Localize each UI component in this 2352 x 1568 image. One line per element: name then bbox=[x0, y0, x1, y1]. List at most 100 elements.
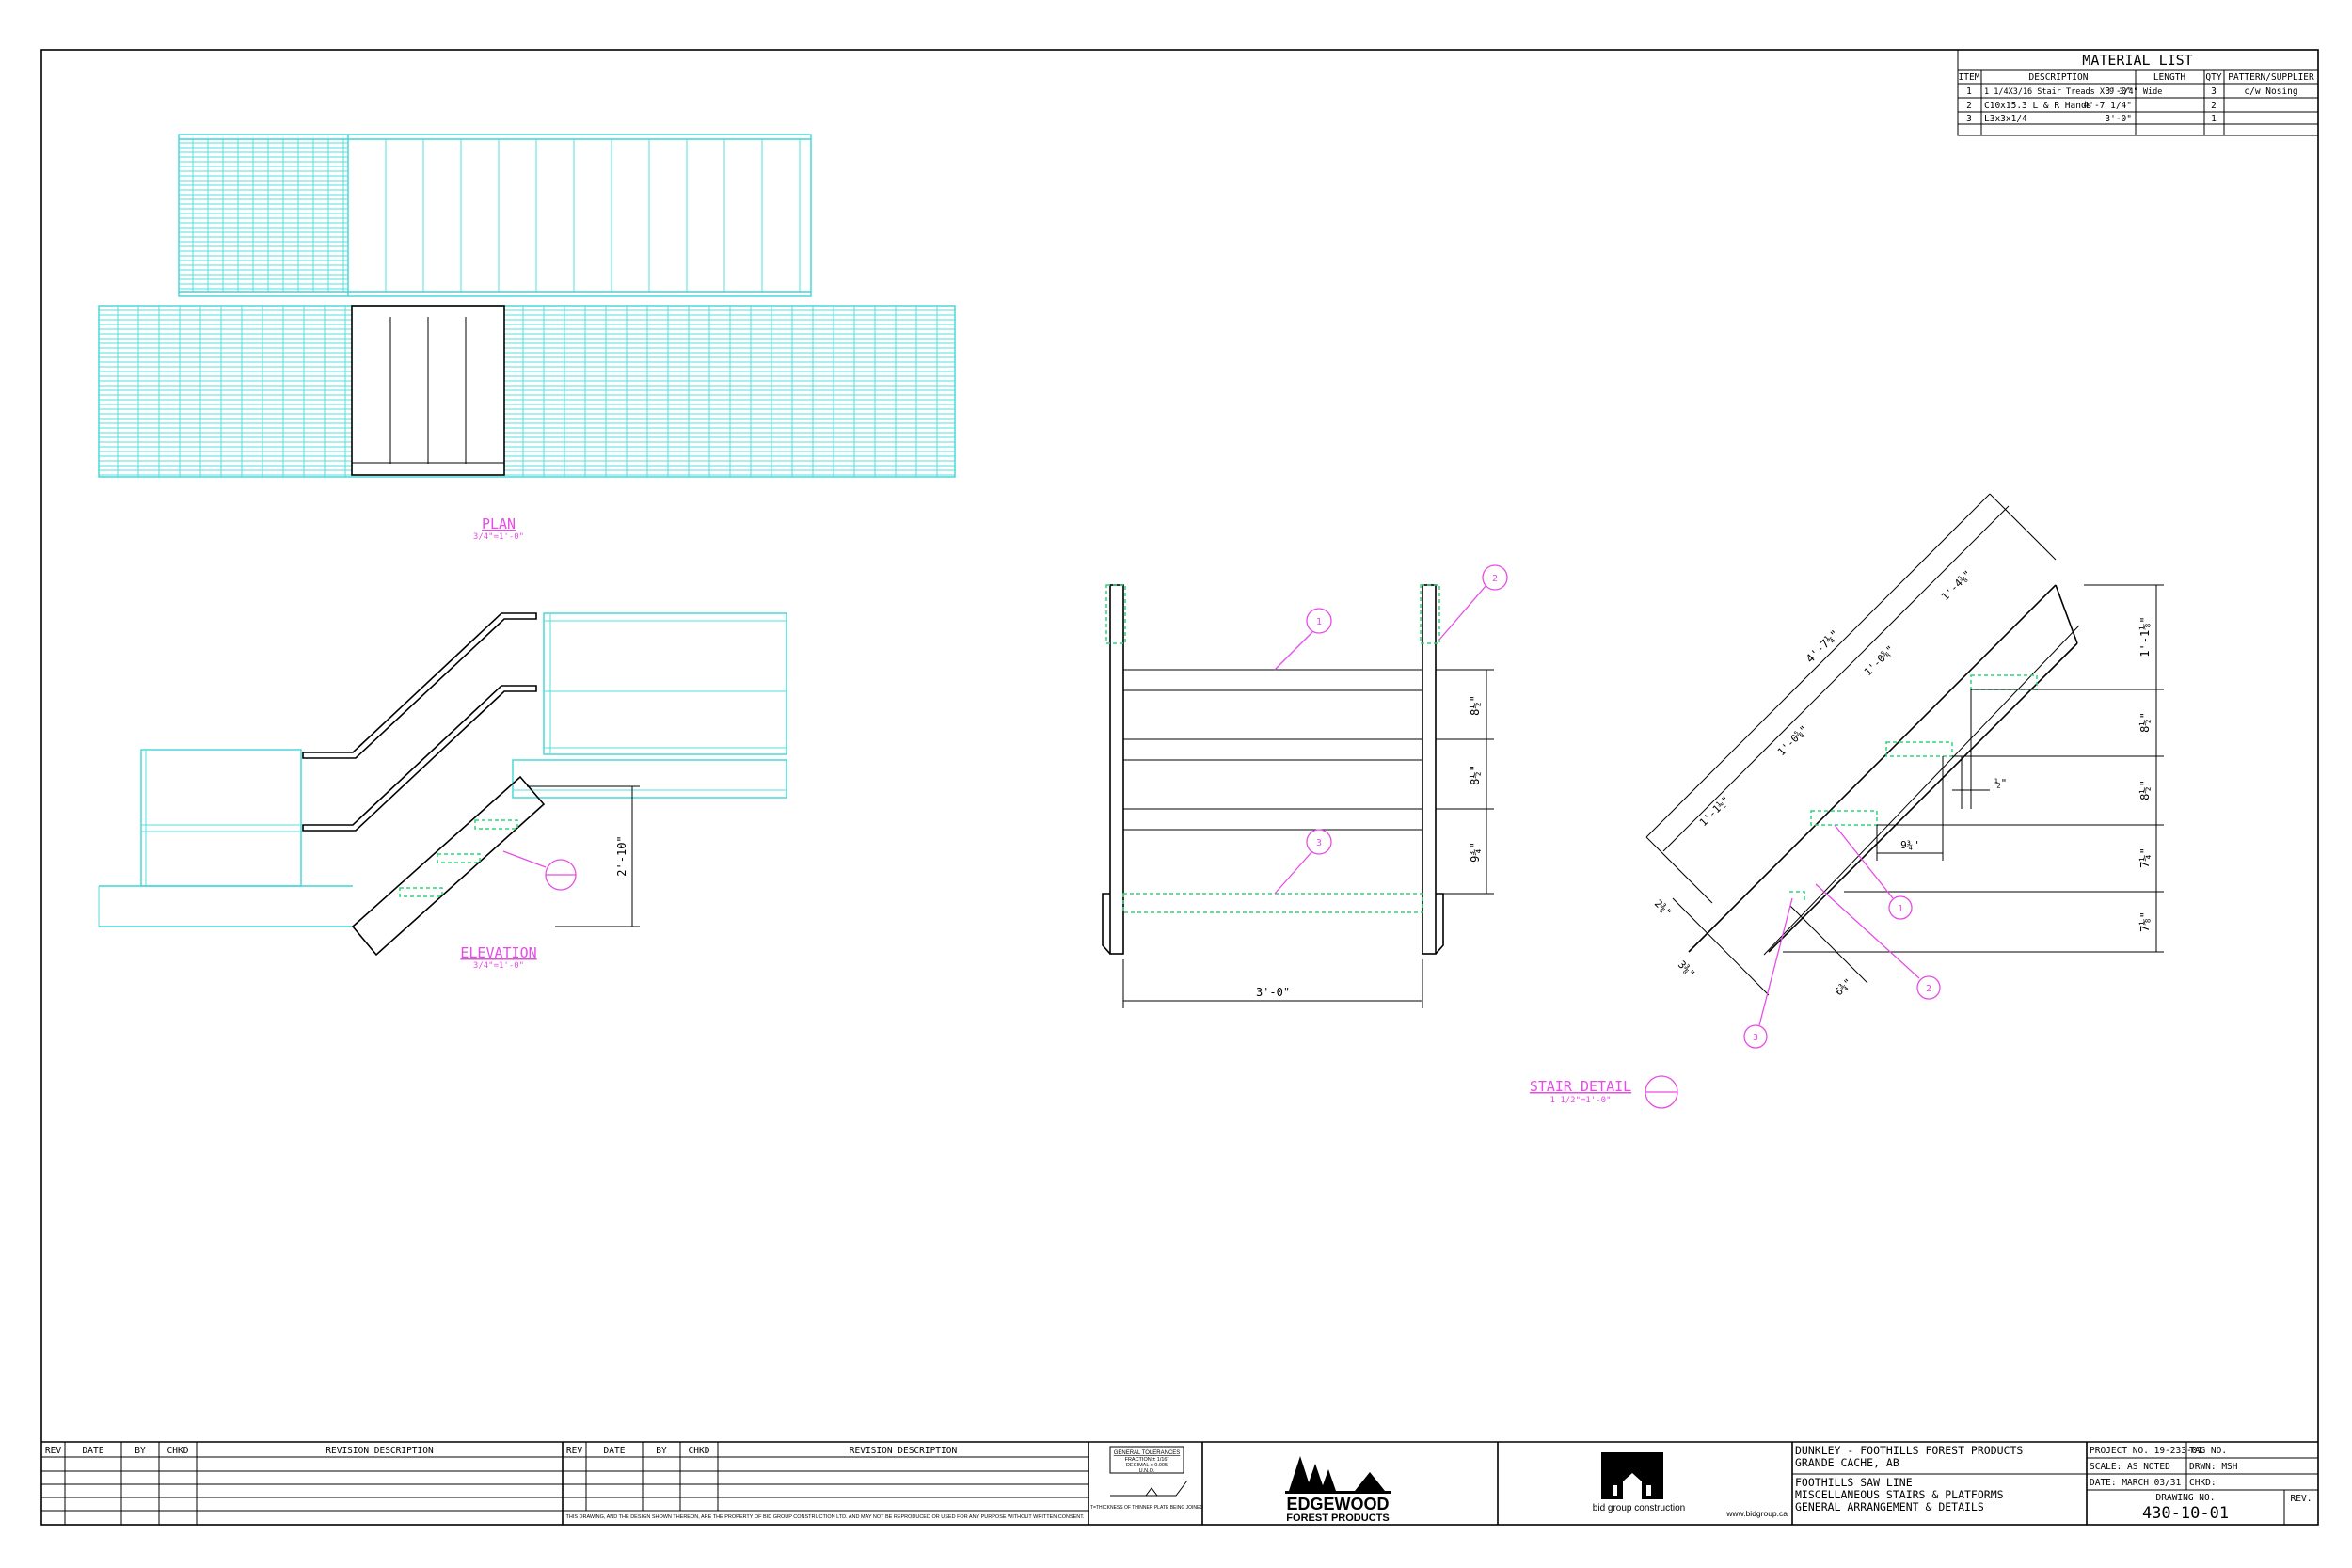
side-rise-4: 7¼" bbox=[2138, 847, 2152, 868]
revision-header-by: BY bbox=[656, 1446, 667, 1456]
stair-detail-title: STAIR DETAIL bbox=[1530, 1078, 1631, 1095]
contractor-website: www.bidgroup.ca bbox=[1725, 1509, 1788, 1518]
revision-header-description: REVISION DESCRIPTION bbox=[850, 1446, 958, 1456]
side-balloon-1 bbox=[1888, 895, 1913, 920]
revision-header-description: REVISION DESCRIPTION bbox=[326, 1446, 434, 1456]
material-row-3-qty: 1 bbox=[2211, 114, 2217, 124]
side-overall-dimension: 4'-7¼" bbox=[1804, 627, 1842, 666]
front-spacing-1: 8½" bbox=[1469, 695, 1482, 716]
elevation-rise-dimension: 2'-10" bbox=[615, 835, 628, 876]
front-width-dimension: 3'-0" bbox=[1256, 986, 1290, 999]
tolerances-line-2: DECIMAL ± 0.005 bbox=[1126, 1463, 1168, 1468]
plan-view: PLAN 3/4"=1'-0" bbox=[98, 134, 956, 542]
revision-header-by: BY bbox=[135, 1446, 146, 1456]
front-balloon-3 bbox=[1306, 829, 1332, 855]
tag-number: TAG NO. bbox=[2189, 1446, 2227, 1456]
revision-header-date: DATE bbox=[83, 1446, 104, 1456]
side-rise-5: 7⅛" bbox=[2138, 911, 2152, 932]
plan-scale: 3/4"=1'-0" bbox=[473, 532, 524, 542]
drawing-number: 430-10-01 bbox=[2142, 1504, 2229, 1523]
drawing-number-label: DRAWING NO. bbox=[2156, 1493, 2216, 1503]
material-row-1-description: 1 1/4X3/16 Stair Treads X 9 3/4" Wide bbox=[1984, 87, 2162, 97]
side-balloon-3-label: 3 bbox=[1753, 1033, 1758, 1043]
revision-header-chkd: CHKD bbox=[689, 1446, 710, 1456]
side-bottom-dimension-3: 3⅜" bbox=[1676, 958, 1697, 980]
side-segment-4: 1'-1½" bbox=[1697, 794, 1732, 829]
material-row-1-length: 3'-0" bbox=[2105, 87, 2132, 97]
weld-symbol-icon bbox=[1110, 1480, 1188, 1497]
material-row-2-length: 4'-7 1/4" bbox=[2084, 101, 2132, 111]
side-bottom-dimension-2: 2⅜" bbox=[1652, 897, 1674, 919]
bid-group-logo: bid group construction www.bidgroup.ca bbox=[1593, 1452, 1788, 1518]
material-row-1-qty: 3 bbox=[2211, 87, 2217, 97]
stair-side-detail: 1'-1⅛" 8½" 8½" 7¼" 7⅛" 4'-7¼" 1'-4⅝" 1'-… bbox=[1530, 493, 2164, 1109]
side-rise-2: 8½" bbox=[2138, 712, 2152, 733]
side-rise-3: 8½" bbox=[2138, 780, 2152, 800]
front-balloon-1 bbox=[1306, 608, 1332, 634]
tolerances-note: T=THICKNESS OF THINNER PLATE BEING JOINE… bbox=[1090, 1505, 1203, 1511]
client-line-2: GRANDE CACHE, AB bbox=[1795, 1456, 1899, 1469]
side-nosing-dimension: ½" bbox=[1994, 777, 2007, 789]
material-list-header-description: DESCRIPTION bbox=[2029, 72, 2089, 83]
side-rise-1: 1'-1⅛" bbox=[2138, 616, 2152, 657]
drawing-scale: SCALE: AS NOTED bbox=[2090, 1462, 2170, 1472]
revision-header-date: DATE bbox=[604, 1446, 626, 1456]
side-segment-1: 1'-4⅝" bbox=[1939, 568, 1974, 603]
material-list-table: MATERIAL LIST ITEM DESCRIPTION LENGTH QT… bbox=[1957, 49, 2319, 136]
front-balloon-3-label: 3 bbox=[1316, 838, 1322, 848]
checked-by: CHKD: bbox=[2189, 1478, 2217, 1488]
title-line-1: FOOTHILLS SAW LINE bbox=[1795, 1476, 1913, 1489]
side-bottom-dimension-1: 6¾" bbox=[1833, 976, 1854, 998]
material-row-1-supplier: c/w Nosing bbox=[2244, 87, 2297, 97]
front-spacing-3: 9¾" bbox=[1469, 842, 1482, 863]
revision-header-rev: REV bbox=[566, 1446, 582, 1456]
client-logo-name: EDGEWOOD bbox=[1286, 1495, 1389, 1513]
material-list-title: MATERIAL LIST bbox=[2082, 52, 2192, 69]
plan-title: PLAN bbox=[482, 515, 516, 532]
elevation-view: 2'-10" ELEVATION 3/4"=1'-0" bbox=[98, 612, 787, 971]
side-tread-dimension: 9¾" bbox=[1900, 839, 1919, 851]
ownership-disclaimer: THIS DRAWING, AND THE DESIGN SHOWN THERE… bbox=[565, 1514, 1085, 1520]
revision-header-chkd: CHKD bbox=[167, 1446, 189, 1456]
front-balloon-1-label: 1 bbox=[1316, 617, 1322, 627]
tolerances-line-3: U.N.O. bbox=[1139, 1468, 1155, 1474]
material-row-3-item: 3 bbox=[1966, 114, 1972, 124]
side-segment-3: 1'-0⅝" bbox=[1775, 723, 1810, 758]
title-strip: REV DATE BY CHKD REVISION DESCRIPTION REV DAT… bbox=[40, 1441, 2318, 1525]
material-row-2-qty: 2 bbox=[2211, 101, 2217, 111]
material-row-2-item: 2 bbox=[1966, 101, 1972, 111]
title-line-3: GENERAL ARRANGEMENT & DETAILS bbox=[1795, 1500, 1984, 1513]
elevation-scale: 3/4"=1'-0" bbox=[473, 961, 524, 971]
tolerances-line-1: FRACTION ± 1/16" bbox=[1125, 1457, 1169, 1463]
material-list-header-supplier: PATTERN/SUPPLIER bbox=[2228, 72, 2314, 83]
front-balloon-2-label: 2 bbox=[1492, 574, 1498, 584]
side-segment-2: 1'-0⅝" bbox=[1862, 643, 1897, 678]
material-row-3-length: 3'-0" bbox=[2105, 114, 2132, 124]
material-row-1-item: 1 bbox=[1966, 87, 1972, 97]
revision-header-rev: REV bbox=[45, 1446, 61, 1456]
stair-detail-scale: 1 1/2"=1'-0" bbox=[1549, 1096, 1611, 1105]
client-logo-sub: FOREST PRODUCTS bbox=[1286, 1513, 1389, 1524]
side-balloon-2 bbox=[1916, 975, 1941, 1000]
sheet-border bbox=[40, 49, 2319, 1526]
elevation-title: ELEVATION bbox=[460, 944, 536, 961]
client-line-1: DUNKLEY - FOOTHILLS FOREST PRODUCTS bbox=[1795, 1444, 2023, 1457]
material-list-header-item: ITEM bbox=[1959, 72, 1980, 83]
tolerances-title: GENERAL TOLERANCES bbox=[1114, 1450, 1181, 1456]
title-line-2: MISCELLANEOUS STAIRS & PLATFORMS bbox=[1795, 1488, 2004, 1501]
side-balloon-2-label: 2 bbox=[1926, 984, 1931, 994]
side-balloon-3 bbox=[1743, 1024, 1768, 1049]
material-row-2-description: C10x15.3 L & R Hands bbox=[1984, 101, 2091, 111]
edgewood-logo: EDGEWOOD FOREST PRODUCTS bbox=[1285, 1456, 1391, 1524]
contractor-name: bid group construction bbox=[1593, 1503, 1685, 1513]
project-number: PROJECT NO. 19-233-01 bbox=[2090, 1446, 2202, 1456]
front-balloon-2 bbox=[1482, 564, 1508, 591]
revision-label: REV. bbox=[2291, 1494, 2312, 1504]
material-list-header-qty: QTY bbox=[2205, 72, 2221, 83]
material-row-3-description: L3x3x1/4 bbox=[1984, 114, 2027, 124]
front-spacing-2: 8½" bbox=[1469, 765, 1482, 785]
drawing-date: DATE: MARCH 03/31 bbox=[2090, 1478, 2182, 1488]
stair-front-view: 8½" 8½" 9¾" 3'-0" 1 2 3 bbox=[1102, 564, 1508, 1008]
drawn-by: DRWN: MSH bbox=[2189, 1462, 2238, 1472]
